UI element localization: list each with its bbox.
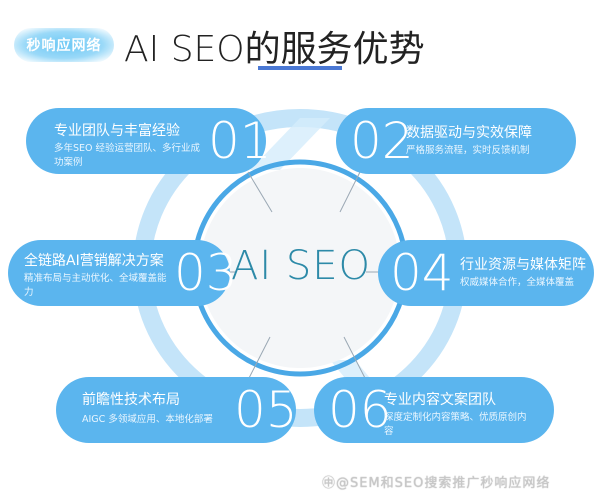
card-number: 02 xyxy=(350,112,414,170)
advantage-card-05: 前瞻性技术布局 AIGC 多领域应用、本地化部署 05 xyxy=(56,377,298,443)
card-number: 05 xyxy=(234,381,298,439)
title-underline xyxy=(258,66,342,70)
brand-tag: 秒响应网络 xyxy=(14,28,114,62)
advantage-card-06: 06 专业内容文案团队 深度定制化内容策略、优质原创内容 xyxy=(314,377,554,443)
card-heading: 行业资源与媒体矩阵 xyxy=(460,257,586,273)
advantage-card-01: 专业团队与丰富经验 多年SEO 经验运营团队、多行业成功案例 01 xyxy=(26,108,272,174)
card-heading: 专业团队与丰富经验 xyxy=(54,123,180,139)
card-heading: 前瞻性技术布局 xyxy=(82,392,180,408)
card-heading: 数据驱动与实效保障 xyxy=(406,125,532,141)
card-desc: 严格服务流程，实时反馈机制 xyxy=(406,145,530,156)
advantage-card-02: 02 数据驱动与实效保障 严格服务流程，实时反馈机制 xyxy=(336,108,576,174)
center-label: AI SEO xyxy=(230,243,372,289)
card-desc: 权威媒体合作，全媒体覆盖 xyxy=(460,277,575,288)
card-number: 03 xyxy=(174,244,238,302)
card-desc: 多年SEO 经验运营团队、多行业成功案例 xyxy=(54,143,201,168)
page-title: AI SEO的服务优势 xyxy=(124,29,425,70)
card-heading: 专业内容文案团队 xyxy=(384,392,496,408)
card-desc: AIGC 多领域应用、本地化部署 xyxy=(82,414,213,425)
card-number: 04 xyxy=(390,244,454,302)
card-number: 06 xyxy=(328,381,392,439)
card-desc: 深度定制化内容策略、优质原创内容 xyxy=(384,412,527,437)
advantage-card-04: 04 行业资源与媒体矩阵 权威媒体合作，全媒体覆盖 xyxy=(378,240,594,306)
watermark: ㊥@SEM和SEO搜索推广秒响应网络 xyxy=(322,476,551,491)
card-desc: 精准布局与主动优化、全域覆盖能力 xyxy=(24,273,167,298)
advantage-card-03: 全链路AI营销解决方案 精准布局与主动优化、全域覆盖能力 03 xyxy=(8,240,238,306)
card-number: 01 xyxy=(208,112,272,170)
card-heading: 全链路AI营销解决方案 xyxy=(24,253,164,269)
